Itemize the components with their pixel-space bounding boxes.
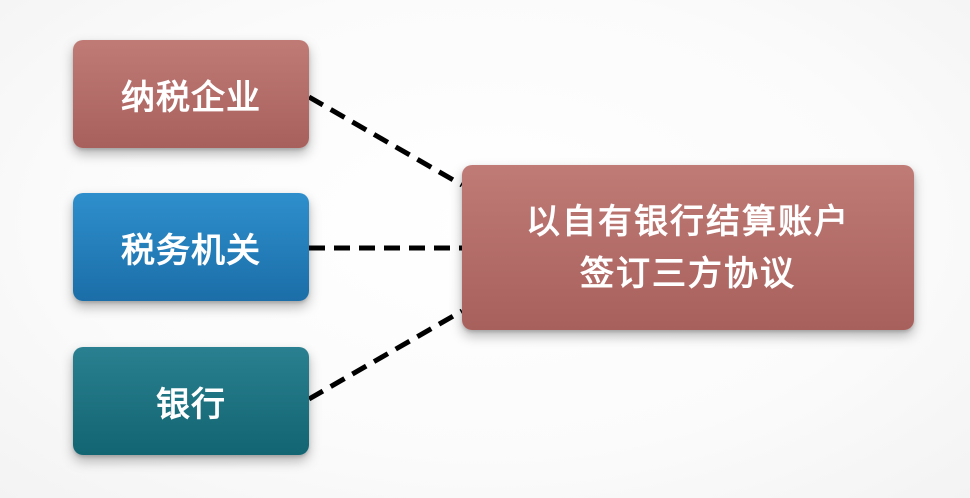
connector-taxpayer xyxy=(307,94,464,188)
connector-bank xyxy=(307,308,464,402)
node-bank-label: 银行 xyxy=(156,384,226,425)
node-bank: 银行 xyxy=(73,347,309,455)
node-agreement-line1: 以自有银行结算账户 xyxy=(526,201,850,242)
node-agreement-line2: 签订三方协议 xyxy=(580,253,796,294)
node-taxpayer-label: 纳税企业 xyxy=(121,77,261,118)
node-tax-office-label: 税务机关 xyxy=(121,230,261,271)
node-taxpayer: 纳税企业 xyxy=(73,40,309,148)
node-tax-office: 税务机关 xyxy=(73,193,309,301)
node-agreement: 以自有银行结算账户 签订三方协议 xyxy=(462,165,914,330)
